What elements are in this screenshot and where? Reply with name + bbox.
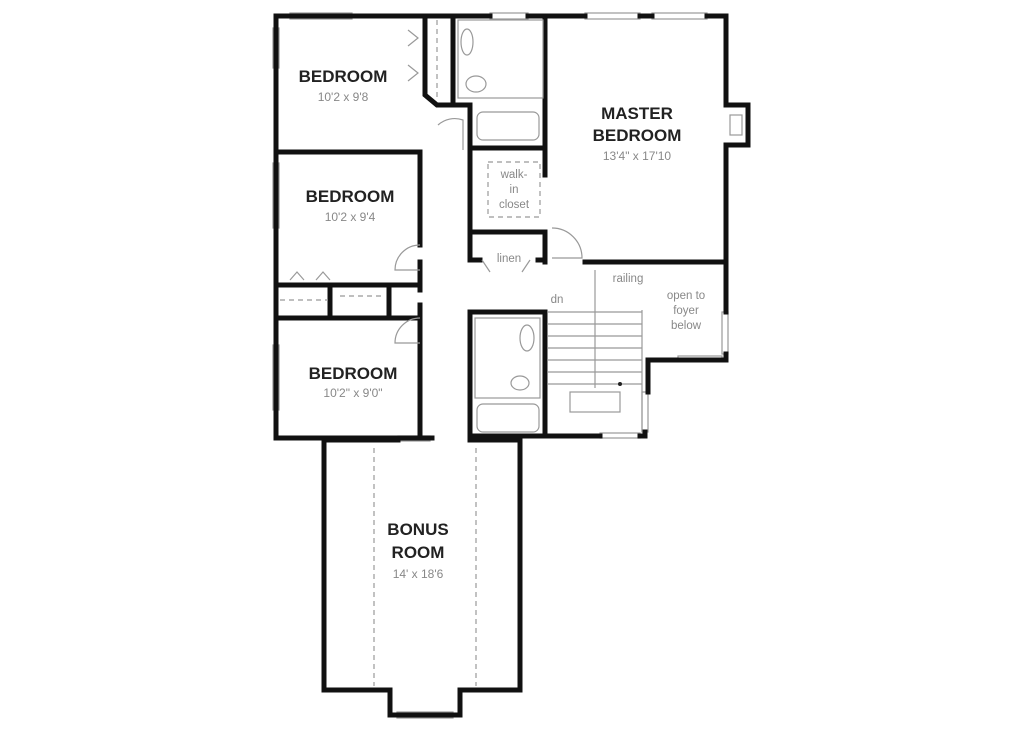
walk-in-closet-label-2: in: [510, 184, 519, 196]
bedroom-1-label: BEDROOM: [299, 67, 388, 86]
linen-label: linen: [497, 253, 521, 265]
open-to-foyer-label-2: foyer: [673, 305, 699, 317]
walk-in-closet-label-3: closet: [499, 199, 530, 211]
open-to-foyer-label-1: open to: [667, 290, 705, 302]
open-to-foyer-label-3: below: [671, 320, 702, 332]
fixtures: [280, 19, 743, 686]
master-bedroom-label-2: BEDROOM: [593, 126, 682, 145]
bonus-room-label-2: ROOM: [392, 543, 445, 562]
bonus-room-label-1: BONUS: [387, 520, 448, 539]
room-labels: BEDROOM 10'2 x 9'8 BEDROOM 10'2 x 9'4 BE…: [299, 67, 706, 581]
railing-label: railing: [613, 273, 644, 285]
bedroom-3-label: BEDROOM: [309, 364, 398, 383]
bedroom-1-size: 10'2 x 9'8: [318, 90, 369, 104]
walls: [273, 13, 751, 718]
bonus-room-size: 14' x 18'6: [393, 567, 444, 581]
master-bedroom-label-1: MASTER: [601, 104, 673, 123]
walk-in-closet-label-1: walk-: [500, 169, 528, 181]
bedroom-2-label: BEDROOM: [306, 187, 395, 206]
down-label: dn: [551, 294, 564, 306]
bedroom-2-size: 10'2 x 9'4: [325, 210, 376, 224]
bedroom-3-size: 10'2" x 9'0": [323, 386, 382, 400]
master-bedroom-size: 13'4" x 17'10: [603, 149, 672, 163]
